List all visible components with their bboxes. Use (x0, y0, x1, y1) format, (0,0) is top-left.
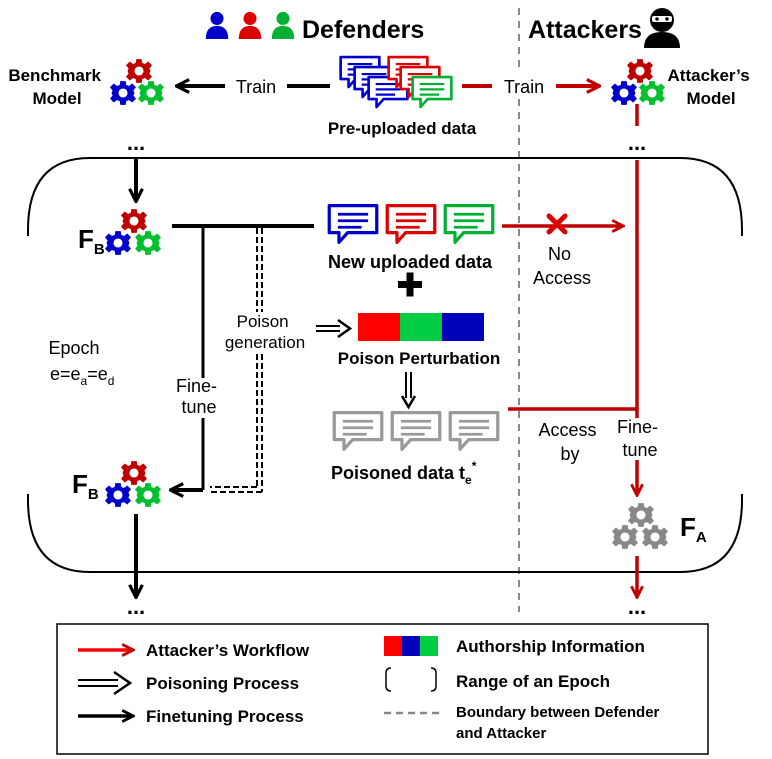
poisoned-data-label: Poisoned data te* (331, 459, 477, 487)
poison-generation-label: Poison generation (225, 312, 305, 352)
no-access-label: No Access (533, 244, 591, 288)
legend-box (56, 623, 709, 755)
poison-generation-arrow (316, 318, 353, 339)
attackers-label: Attackers (528, 16, 642, 44)
fb-bottom-label: FB (72, 469, 99, 503)
poison-perturbation-label: Poison Perturbation (338, 349, 500, 368)
train-right-label: Train (504, 77, 544, 97)
epoch-formula: e=ea=ed (50, 364, 114, 388)
poisoning-down-arrow (400, 372, 417, 410)
legend-authorship-info: Authorship Information (456, 637, 645, 656)
poisoned-data-icon (332, 410, 500, 452)
legend-finetuning-process: Finetuning Process (146, 707, 304, 726)
defenders-icon (205, 11, 295, 39)
ninja-icon (644, 8, 680, 48)
new-uploaded-data-icon (327, 203, 495, 245)
ellipsis-right-top: ... (628, 130, 646, 155)
defenders-label: Defenders (302, 16, 424, 44)
legend-epoch-bracket (385, 667, 437, 692)
legend-attacker-workflow: Attacker’s Workflow (146, 641, 310, 660)
attacker-model-gear-icon (611, 59, 665, 105)
benchmark-model-label: Benchmark Model (8, 66, 105, 108)
pre-uploaded-data-label: Pre-uploaded data (328, 119, 477, 138)
epoch-label: Epoch (48, 338, 99, 358)
legend-authorship-bar (384, 636, 438, 656)
poison-perturbation-bar (358, 313, 484, 341)
fb-top-gear-icon (105, 209, 161, 255)
legend-boundary: Boundary between Defender and Attacker (456, 704, 664, 742)
epoch-range-bracket (27, 157, 743, 573)
finetune-left-label: Fine- tune (176, 376, 222, 417)
legend-poisoning-process: Poisoning Process (146, 674, 299, 693)
train-left-label: Train (236, 77, 276, 97)
finetune-right-label: Fine- tune (617, 417, 663, 460)
fa-gear-icon (612, 503, 668, 549)
benchmark-model-gear-icon (110, 59, 164, 105)
plus-icon (398, 272, 422, 297)
attacker-model-label: Attacker’s Model (668, 66, 755, 108)
access-by-label: Access by (538, 420, 601, 464)
pre-uploaded-data-icon (339, 55, 453, 109)
legend-range-epoch: Range of an Epoch (456, 672, 610, 691)
ellipsis-right-bottom: ... (628, 594, 646, 619)
new-uploaded-data-label: New uploaded data (328, 252, 493, 272)
fb-top-label: FB (78, 224, 105, 258)
ellipsis-left-top: ... (127, 130, 145, 155)
blocked-x-icon (546, 213, 568, 235)
legend-poison-arrow (78, 670, 133, 696)
fb-bottom-gear-icon (105, 461, 161, 507)
fa-label: FA (680, 512, 707, 546)
poison-generation-line (210, 228, 263, 493)
ellipsis-left-bottom: ... (127, 594, 145, 619)
